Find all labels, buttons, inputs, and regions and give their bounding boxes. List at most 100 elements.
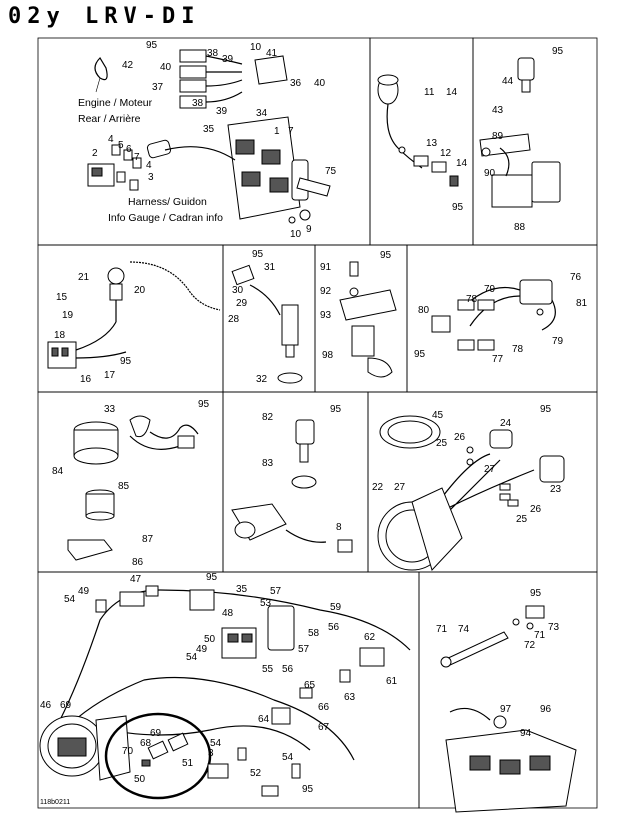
callout-label: 82 xyxy=(262,412,274,423)
note-rear: Rear / Arrière xyxy=(78,113,141,125)
callout-label: 95 xyxy=(120,356,132,367)
callout-label: 12 xyxy=(440,148,452,159)
callout-label: 37 xyxy=(152,82,164,93)
bracket-part xyxy=(531,161,561,203)
connector-part xyxy=(525,605,545,619)
callout-label: 4 xyxy=(146,160,152,171)
relay-part xyxy=(519,279,553,305)
note-engine: Engine / Moteur xyxy=(78,97,153,109)
callout-label: 73 xyxy=(548,622,560,633)
callout-label: 43 xyxy=(492,105,504,116)
connector-socket xyxy=(241,171,261,187)
connector-part xyxy=(179,49,207,63)
callout-label: 46 xyxy=(40,700,52,711)
panel-sensor-relay xyxy=(479,57,561,208)
callout-label: 18 xyxy=(54,330,66,341)
callout-label: 30 xyxy=(232,285,244,296)
callout-label: 15 xyxy=(56,292,68,303)
connector-part xyxy=(431,161,447,173)
callout-label: 1 xyxy=(274,126,280,137)
callout-label: 50 xyxy=(204,634,216,645)
panel-probe xyxy=(231,264,303,384)
connector-part xyxy=(189,589,215,611)
callout-label: 34 xyxy=(256,108,268,119)
note-harness: Harness/ Guidon xyxy=(128,196,207,208)
callout-label: 62 xyxy=(364,632,376,643)
connector-socket xyxy=(261,149,281,165)
callout-label: 14 xyxy=(446,87,458,98)
callout-label: 3 xyxy=(148,172,154,183)
callout-label: 45 xyxy=(432,410,444,421)
connector-part xyxy=(261,785,279,797)
connector-part xyxy=(221,627,257,659)
note-gauge: Info Gauge / Cadran info xyxy=(108,212,223,224)
callout-label: 17 xyxy=(104,370,116,381)
connector-part xyxy=(431,315,451,333)
callout-label: 27 xyxy=(484,464,496,475)
callout-label: 78 xyxy=(466,294,478,305)
callout-label: 57 xyxy=(270,586,282,597)
callout-label: 33 xyxy=(104,404,116,415)
callout-label: 52 xyxy=(250,768,262,779)
panel-sensor-cable xyxy=(377,74,459,187)
callout-label: 69 xyxy=(60,700,72,711)
callout-label: 4 xyxy=(108,134,114,145)
callout-label: 54 xyxy=(64,594,76,605)
callout-label: 10 xyxy=(250,42,262,53)
connector-part xyxy=(179,79,207,93)
connector-part xyxy=(207,763,229,779)
callout-label: 88 xyxy=(514,222,526,233)
page-title: 02y LRV-DI xyxy=(8,4,201,29)
callout-label: 97 xyxy=(500,704,512,715)
sensor-part xyxy=(295,419,315,445)
module-part xyxy=(267,605,295,651)
callout-label: 40 xyxy=(160,62,172,73)
callout-label: 92 xyxy=(320,286,332,297)
callout-label: 8 xyxy=(336,522,342,533)
callout-label: 19 xyxy=(62,310,74,321)
callout-label: 14 xyxy=(456,158,468,169)
connector-socket xyxy=(269,177,289,193)
callout-label: 79 xyxy=(484,284,496,295)
callout-label: 76 xyxy=(570,272,582,283)
callout-label: 95 xyxy=(330,404,342,415)
drawing-code: 118b0211 xyxy=(40,799,70,806)
callout-label: 54 xyxy=(186,652,198,663)
callout-label: 36 xyxy=(290,78,302,89)
callout-label: 64 xyxy=(258,714,270,725)
bolt-part xyxy=(288,216,296,224)
callout-label: 56 xyxy=(328,622,340,633)
connector-part xyxy=(271,707,291,725)
callout-label: 91 xyxy=(320,262,332,273)
panel-frame xyxy=(369,37,474,246)
callout-label: 51 xyxy=(182,758,194,769)
connector-part xyxy=(413,155,429,167)
callout-label: 89 xyxy=(492,131,504,142)
callout-label: 57 xyxy=(298,644,310,655)
washer-part xyxy=(299,209,311,221)
callout-label: 41 xyxy=(266,48,278,59)
callout-label: 90 xyxy=(484,168,496,179)
callout-label: 13 xyxy=(426,138,438,149)
callout-label: 23 xyxy=(550,484,562,495)
callout-label: 67 xyxy=(318,722,330,733)
callout-label: 27 xyxy=(394,482,406,493)
callout-label: 96 xyxy=(540,704,552,715)
callout-label: 95 xyxy=(530,588,542,599)
callout-label: 83 xyxy=(262,458,274,469)
panel-sensor-engine xyxy=(440,605,577,813)
seal-part xyxy=(277,372,303,384)
callout-label: 25 xyxy=(516,514,528,525)
callout-label: 65 xyxy=(304,680,316,691)
callout-label: 10 xyxy=(290,229,302,240)
callout-label: 75 xyxy=(325,166,337,177)
callout-label: 9 xyxy=(306,224,312,235)
rod-part xyxy=(443,631,509,667)
callout-label: 85 xyxy=(118,481,130,492)
callout-label: 95 xyxy=(380,250,392,261)
callout-label: 54 xyxy=(282,752,294,763)
sensor-part xyxy=(493,715,507,729)
callout-label: 72 xyxy=(524,640,536,651)
callout-label: 74 xyxy=(458,624,470,635)
